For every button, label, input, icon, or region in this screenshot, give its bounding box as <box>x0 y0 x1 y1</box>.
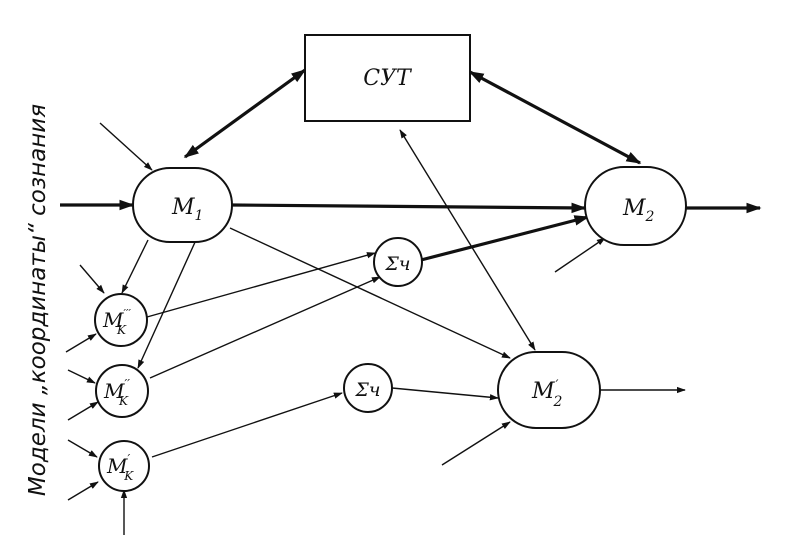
edge-mk1-sum-lower <box>151 392 343 458</box>
edge-m1-mk2 <box>137 239 197 369</box>
edge-input-mk3-a <box>79 264 105 294</box>
edge-input-mk2-a <box>67 369 96 384</box>
edge-input-mk3-b <box>65 333 97 353</box>
node-mk3: M′′′K <box>94 293 148 347</box>
edge-input-mk1-b <box>67 481 99 501</box>
edge-sum-lower-m2prime <box>391 387 499 401</box>
edge-sut-m1 <box>183 68 307 159</box>
edge-m1-m2 <box>231 202 587 214</box>
node-sum-lower: Σч <box>343 363 393 413</box>
edge-m1-mk3 <box>121 239 149 294</box>
node-m2-label: M2 <box>622 196 655 225</box>
edges <box>60 68 762 535</box>
node-sum-lower-label: Σч <box>354 379 380 401</box>
node-mk1: M′K <box>98 440 150 492</box>
node-m1-label: M1 <box>171 195 203 224</box>
edge-input-mk1-a <box>67 439 98 458</box>
node-mk1-label: M′K <box>106 452 134 483</box>
node-sut: СУТ <box>304 34 471 122</box>
edge-mk3-sum-upper <box>146 252 376 318</box>
node-sum-upper-label: Σч <box>384 253 410 275</box>
node-mk3-label: M′′′K <box>102 307 131 337</box>
node-m2: M2 <box>584 166 687 246</box>
node-m2-prime-label: M′2 <box>531 378 562 410</box>
edge-input-m1-diagonal <box>99 122 153 171</box>
node-m1: M1 <box>132 167 233 243</box>
edge-input-m2prime <box>441 421 511 466</box>
edge-sut-m2 <box>468 70 642 165</box>
node-m2-prime: M′2 <box>497 351 601 429</box>
edge-mk2-sum-upper <box>149 276 381 379</box>
node-sum-upper: Σч <box>373 237 423 287</box>
edge-input-m2 <box>554 237 606 273</box>
edge-sum-upper-m2 <box>420 215 590 262</box>
node-sut-label: СУТ <box>363 66 413 91</box>
side-label: Модели „координаты“ сознания <box>25 104 51 496</box>
edge-sut-m2prime <box>399 129 536 351</box>
node-mk2: M′′K <box>95 364 149 418</box>
edge-input-mk2-b <box>67 401 99 421</box>
node-mk2-label: M′′K <box>103 377 130 408</box>
